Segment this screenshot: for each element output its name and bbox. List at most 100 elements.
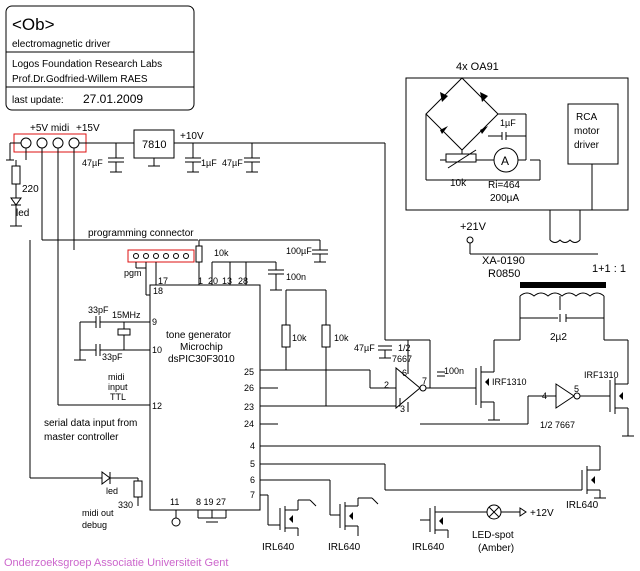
xtal-c2-label: 33pF [102,352,123,362]
transformer-primary [519,292,605,297]
led1-label: led [16,208,29,219]
midi-in-1: midi [108,372,125,382]
c47b-label: 47µF [222,158,243,168]
ic-line3: dsPIC30F3010 [168,354,235,365]
diodes-label: 4x OA91 [456,61,499,73]
gate-driver-7667-b [555,383,575,409]
author-name: Prof.Dr.Godfried-Willem RAES [12,74,148,85]
footer-credit: Onderzoeksgroep Associatie Universiteit … [4,557,228,569]
pin-6: 6 [250,475,255,485]
r10k-b-label: 10k [334,333,349,343]
r220-label: 220 [22,184,39,195]
pin-5: 5 [250,459,255,469]
xa-label: XA-0190 [482,255,525,267]
p10v-label: +10V [180,131,204,142]
led2-label: led [106,486,118,496]
irf1310-a-label: IRF1310 [492,377,527,387]
output-stage: IRL640 IRL640 IRL640 +12V LED-spot (Ambe… [262,466,606,554]
update-date: 27.01.2009 [83,92,143,106]
ledspot-1: LED-spot [472,530,514,541]
rca-1: RCA [576,112,597,123]
r10k-a-label: 10k [292,333,307,343]
pgm-label: pgm [124,268,142,278]
org-name: Logos Foundation Research Labs [12,59,162,70]
midi-out-2: debug [82,520,107,530]
pin-10: 10 [152,345,162,355]
irl640-3-label: IRL640 [412,542,445,553]
midi-in-3: TTL [110,392,126,402]
reg-label: 7810 [142,139,166,151]
pin-11: 11 [170,497,179,507]
p21v-label: +21V [460,221,487,233]
project-title: <Ob> [12,15,55,34]
meter-range: 200µA [490,193,519,204]
pin-26: 26 [244,383,254,393]
transformer-section: +21V XA-0190 R0850 1+1 : 1 2µ2 4x OA91 [405,61,629,343]
d-pin-4: 4 [542,391,547,401]
ammeter-icon [493,147,519,173]
title-block: <Ob> electromagnetic driver Logos Founda… [5,5,195,111]
c100n-a-label: 100n [286,272,306,282]
update-label: last update: [12,95,64,106]
led-debug-icon [101,471,111,485]
midi-out-1: midi out [82,508,114,518]
irl640-2-label: IRL640 [328,542,361,553]
ic-line2: Microchip [180,342,223,353]
pin-7: 7 [250,490,255,500]
pin-9: 9 [152,317,157,327]
resistor-10k-c [445,153,477,163]
serial-1: serial data input from [44,418,137,429]
irl640-1-label: IRL640 [262,542,295,553]
pin-24: 24 [244,419,254,429]
resistor-10k-b [321,324,331,348]
p12v-label: +12V [530,508,554,519]
rca-2: motor [574,126,600,137]
d-pin-7: 7 [422,376,427,386]
ledspot-2: (Amber) [478,543,514,554]
prog-conn-label: programming connector [88,228,194,239]
pin-1: 1 [198,276,203,286]
meter-ri: Ri=464 [488,180,520,191]
pin-23: 23 [244,402,254,412]
pin-4: 4 [250,441,255,451]
rca-3: driver [574,140,600,151]
r330-label: 330 [118,500,133,510]
c2u2-label: 2µ2 [550,332,567,343]
pin-8-19-27: 8 19 27 [196,497,226,507]
pin-18: 18 [153,286,163,296]
d-pin-3: 3 [400,404,405,414]
half7667-a2: 7667 [392,354,412,364]
c47c-label: 47µF [354,343,375,353]
c100n-b-label: 100n [444,366,464,376]
midi-in-2: input [108,382,128,392]
xtal-c1-label: 33pF [88,305,109,315]
d-pin-2: 2 [384,380,389,390]
irl640-4-label: IRL640 [566,500,599,511]
c1u-label: 1µF [201,158,217,168]
pin-25: 25 [244,367,254,377]
d-pin-6: 6 [402,368,407,378]
irf1310-b-label: IRF1310 [584,370,619,380]
dspic30f3010-chip [149,284,261,511]
c100u-label: 100µF [286,246,312,256]
project-subtitle: electromagnetic driver [12,39,111,50]
led-icon [10,197,22,206]
r10k-top-label: 10k [214,248,229,258]
p5v-midi-label: +5V midi [30,123,69,134]
pin-13: 13 [222,276,232,286]
half7667-b-label: 1/2 7667 [540,420,575,430]
xtal-label: 15MHz [112,310,141,320]
serial-2: master controller [44,432,119,443]
microcontroller-section: programming connector pgm 10k 100µF 100n… [29,228,601,530]
transformer-core [520,282,606,288]
driver-section: 10k 10k 47µF 1/2 7667 2 3 6 7 100n [281,289,634,437]
pin-17: 17 [158,276,168,286]
ic-line1: tone generator [166,330,232,341]
pin-20: 20 [208,276,218,286]
c47a-label: 47µF [82,158,103,168]
resistor-10k-a [281,324,291,348]
meter-symbol: A [501,154,509,168]
pin-28: 28 [238,276,248,286]
resistor-220 [11,165,21,185]
